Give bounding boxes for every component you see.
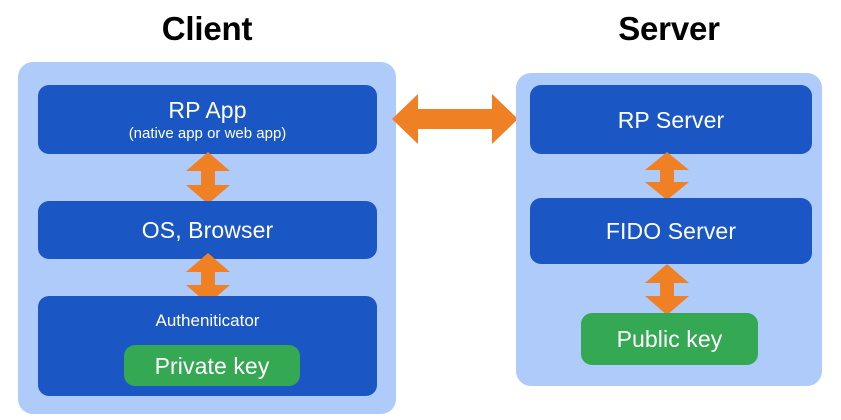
client-box-rp-app[interactable]: RP App (native app or web app): [38, 85, 377, 154]
server-box-fido-server-label: FIDO Server: [605, 218, 737, 244]
client-box-os-browser-label: OS, Browser: [141, 217, 274, 243]
server-box-rp-server-label: RP Server: [617, 106, 725, 133]
server-column-title: Server: [618, 10, 720, 47]
arrow-client-to-server-icon: [392, 94, 518, 144]
public-key-label: Public key: [616, 326, 723, 352]
arrow-rp-app-to-os-browser-icon: [186, 152, 230, 204]
client-box-os-browser[interactable]: OS, Browser: [38, 201, 377, 259]
client-box-rp-app-label: RP App: [168, 97, 247, 123]
client-box-rp-app-sublabel: (native app or web app): [128, 125, 287, 142]
client-box-authenticator-label: Autheniticator: [155, 311, 260, 330]
client-column-title: Client: [161, 10, 253, 47]
public-key-badge[interactable]: Public key: [581, 313, 758, 365]
private-key-label: Private key: [154, 352, 270, 379]
arrow-os-browser-to-authenticator-icon: [186, 253, 230, 304]
arrow-rp-server-to-fido-server-icon: [645, 152, 689, 200]
arrow-fido-server-to-public-key-icon: [645, 264, 689, 315]
server-box-fido-server[interactable]: FIDO Server: [530, 198, 812, 264]
private-key-badge[interactable]: Private key: [124, 345, 300, 386]
server-box-rp-server[interactable]: RP Server: [530, 85, 812, 154]
